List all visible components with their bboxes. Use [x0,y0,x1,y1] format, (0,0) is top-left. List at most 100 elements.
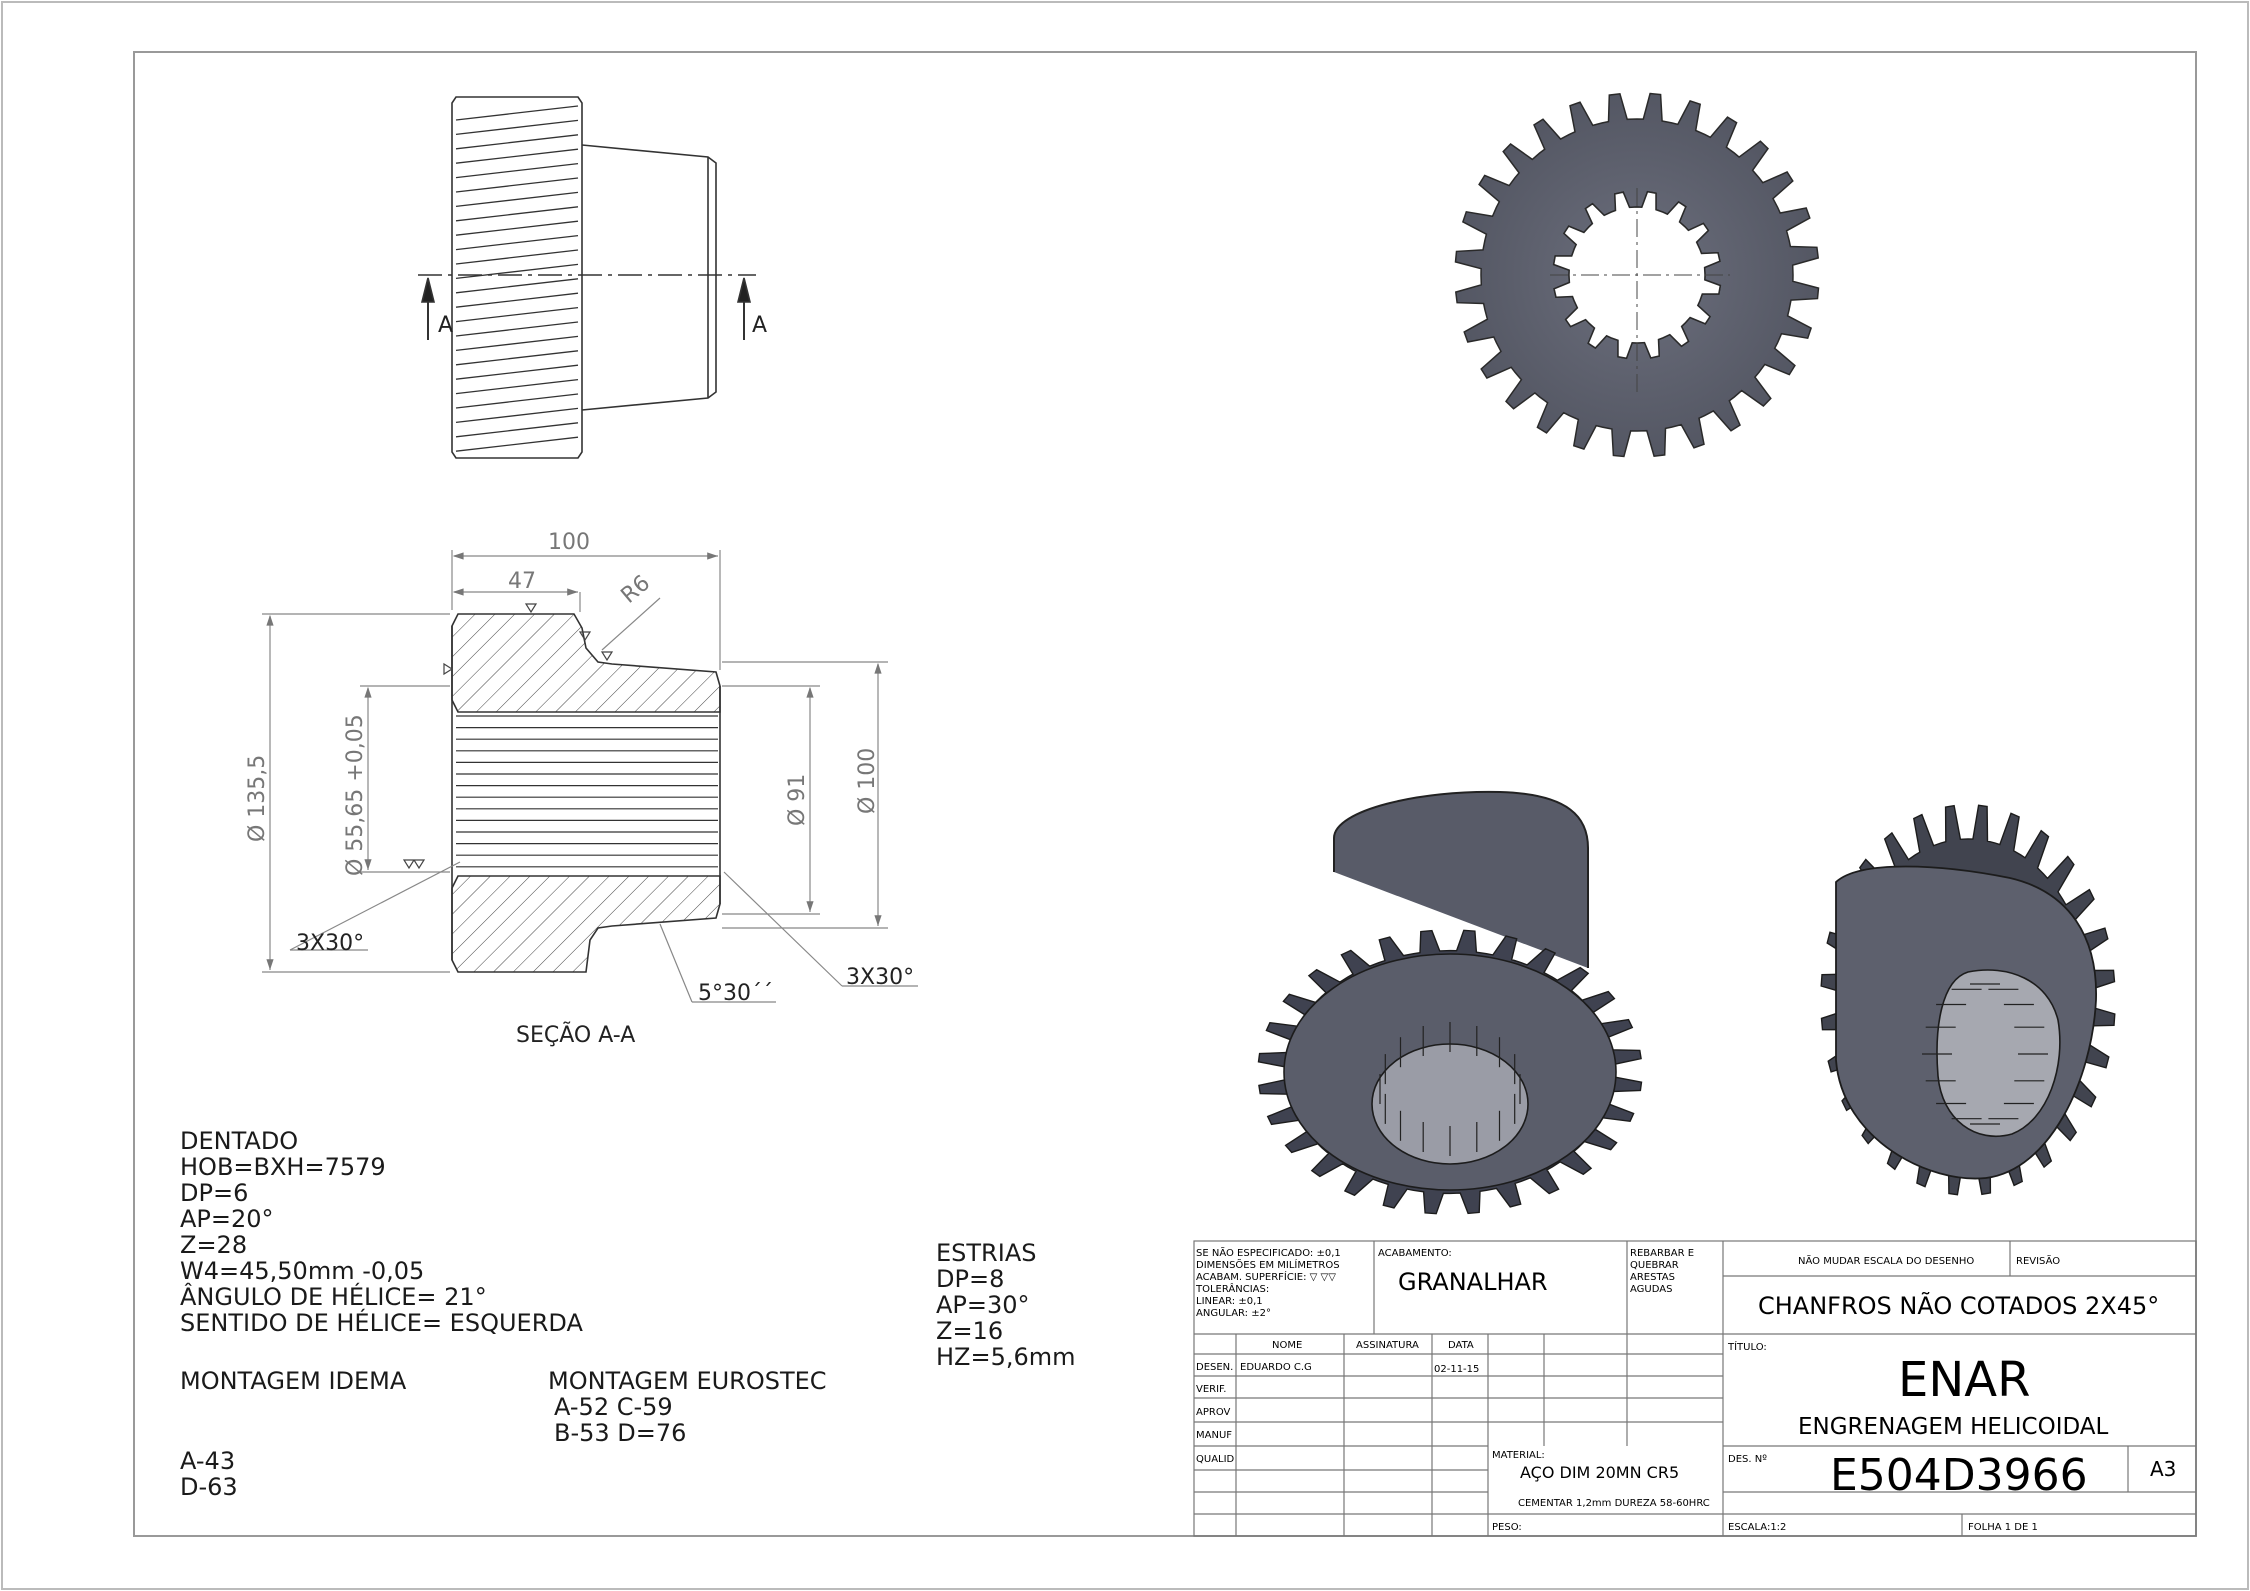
montagem-idema: MONTAGEM IDEMA [180,1367,407,1395]
gear-tooth-line [455,350,579,366]
note-line: W4=45,50mm -0,05 [180,1257,425,1285]
dim-bore-diameter: Ø 55,65 +0,05 [343,714,368,876]
acabamento-label: ACABAMENTO: [1378,1248,1452,1259]
acabamento-value: GRANALHAR [1398,1268,1548,1296]
part-name: ENGRENAGEM HELICOIDAL [1798,1414,2109,1440]
gear-tooth-line [455,220,579,236]
desen-date: 02-11-15 [1434,1364,1479,1375]
rebarbar-2: QUEBRAR [1630,1260,1679,1271]
dim-taper-angle: 5°30´´ [698,981,773,1006]
gear-tooth-line [455,407,579,424]
gear-tooth-line [455,162,579,179]
note-line: A-52 C-59 [554,1393,673,1421]
tol-line-2: DIMENSÕES EM MILÍMETROS [1196,1258,1340,1271]
note-line: DENTADO [180,1127,299,1155]
gear-tooth-line [455,206,579,222]
gear-tooth-line [455,249,579,265]
row-qualid: QUALID [1196,1454,1235,1465]
section-label: SEÇÃO A-A [516,1021,635,1048]
rebarbar-3: ARESTAS [1630,1272,1675,1283]
row-desen: DESEN. [1196,1362,1233,1373]
note-line: AP=20° [180,1205,274,1233]
gear-tooth-line [455,119,579,136]
tol-line-5: LINEAR: ±0,1 [1196,1296,1263,1307]
gear-tooth-line [455,378,579,395]
revisao-label: REVISÃO [2016,1254,2060,1267]
dim-radius: R6 [617,571,656,609]
row-verif: VERIF. [1196,1384,1226,1395]
note-line: HZ=5,6mm [936,1343,1076,1371]
spline-spec-notes: ESTRIAS DP=8 AP=30° Z=16 HZ=5,6mm [936,1240,1076,1370]
gear-tooth-line [455,148,579,164]
sheet-size: A3 [2150,1457,2176,1481]
chanfros-note: CHANFROS NÃO COTADOS 2X45° [1758,1290,2159,1320]
note-line: DP=6 [180,1179,249,1207]
drawing-number: E504D3966 [1830,1450,2088,1501]
gear-tooth-line [455,335,579,352]
gear-tooth-line [455,105,579,121]
treatment-note: CEMENTAR 1,2mm DUREZA 58-60HRC [1518,1498,1710,1509]
gear-tooth-line [455,436,579,452]
gear-tooth-line [455,134,579,150]
note-line: Z=16 [936,1317,1004,1345]
titulo-label: TÍTULO: [1727,1340,1767,1353]
section-letter-right: A [752,313,767,338]
note-line: Z=28 [180,1231,248,1259]
iso-gear-view-2 [1820,804,2116,1196]
surface-finish-marks [402,603,614,870]
col-nome: NOME [1272,1340,1302,1351]
dim-hub-inner-diameter: Ø 91 [785,774,810,826]
dim-total-length: 100 [548,530,590,555]
gear-tooth-line [455,263,579,280]
note-line: AP=30° [936,1291,1030,1319]
escala-label: ESCALA:1:2 [1728,1522,1786,1533]
rebarbar-4: AGUDAS [1630,1284,1672,1295]
dim-hub-outer-diameter: Ø 100 [855,748,880,814]
tol-line-4: TOLERÂNCIAS: [1195,1282,1269,1295]
dim-hub-length: 47 [508,569,536,594]
front-gear-view [1454,92,1820,458]
nao-mudar-escala: NÃO MUDAR ESCALA DO DESENHO [1798,1254,1974,1267]
gear-tooth-line [455,422,579,438]
gear-tooth-line [455,393,579,409]
gear-tooth-line [455,177,579,193]
peso-label: PESO: [1492,1522,1522,1533]
tol-line-1: SE NÃO ESPECIFICADO: ±0,1 [1196,1246,1341,1259]
row-manuf: MANUF [1196,1430,1232,1441]
note-line: ÂNGULO DE HÉLICE= 21° [180,1283,487,1311]
dimension-lines [262,550,918,1003]
folha-label: FOLHA 1 DE 1 [1968,1522,2038,1533]
dim-chamfer-right: 3X30° [846,965,914,990]
dim-outer-diameter: Ø 135,5 [245,755,270,842]
iso-gear-view-1 [1257,790,1643,1215]
gear-tooth-line [455,364,579,380]
note-line: B-53 D=76 [554,1419,687,1447]
side-view [418,96,756,459]
note-line: D-63 [180,1473,238,1501]
gear-spec-notes: DENTADO HOB=BXH=7579 DP=6 AP=20° Z=28 W4… [180,1128,583,1336]
tol-line-6: ANGULAR: ±2° [1196,1308,1271,1319]
eurostec-values: A-52 C-59 B-53 D=76 [554,1394,686,1446]
idema-values: A-43 D-63 [180,1448,238,1500]
gear-tooth-line [455,292,579,308]
note-line: DP=8 [936,1265,1005,1293]
company-name: ENAR [1898,1352,2030,1408]
note-line: ESTRIAS [936,1239,1037,1267]
des-no-label: DES. Nº [1728,1454,1767,1465]
gear-tooth-line [455,321,579,337]
material-value: AÇO DIM 20MN CR5 [1520,1463,1679,1482]
note-line: HOB=BXH=7579 [180,1153,386,1181]
title-block-lines [1193,1240,2197,1537]
dim-chamfer-left: 3X30° [296,931,364,956]
gear-tooth-line [455,191,579,208]
gear-tooth-line [455,278,579,294]
rebarbar-1: REBARBAR E [1630,1248,1694,1259]
desen-name: EDUARDO C.G [1240,1362,1312,1373]
drawing-frame [133,51,2197,1537]
gear-tooth-line [455,306,579,323]
montagem-eurostec: MONTAGEM EUROSTEC [548,1367,827,1395]
col-assinatura: ASSINATURA [1356,1340,1419,1351]
material-label: MATERIAL: [1492,1450,1545,1461]
